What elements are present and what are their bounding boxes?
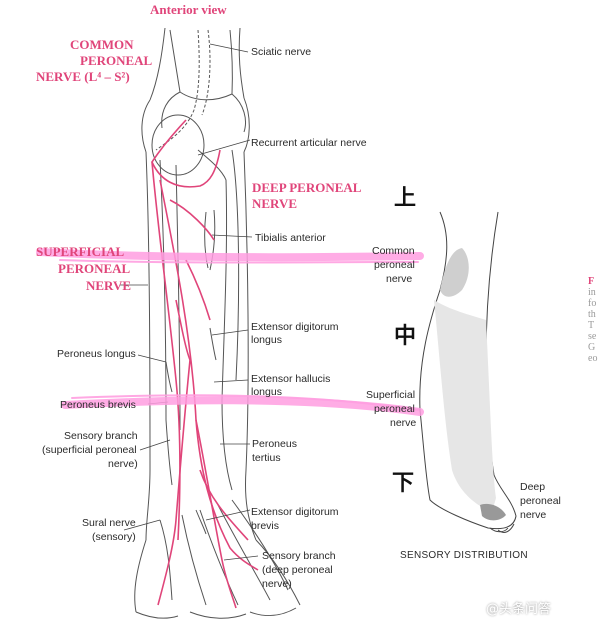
sensory-label-common-1: Common bbox=[372, 245, 415, 257]
edge-text-7: eo bbox=[588, 353, 598, 364]
label-sensory-branch-deep-3: nerve) bbox=[262, 578, 292, 590]
superficial-peroneal-heading-1: SUPERFICIAL bbox=[36, 244, 125, 259]
edge-text-0: F bbox=[588, 276, 595, 287]
common-peroneal-heading-2: PERONEAL bbox=[80, 53, 153, 68]
sensory-label-common-2: peroneal bbox=[374, 259, 415, 271]
edge-text-4: T bbox=[588, 320, 595, 331]
superficial-peroneal-heading-3: NERVE bbox=[86, 278, 132, 293]
label-sural-nerve-2: (sensory) bbox=[92, 531, 136, 543]
label-sensory-branch-sup-1: Sensory branch bbox=[64, 430, 138, 442]
edge-text-2: fo bbox=[588, 298, 597, 309]
label-ehl-1: Extensor hallucis bbox=[251, 373, 331, 385]
sensory-shading bbox=[434, 248, 506, 521]
label-edl-2: longus bbox=[251, 334, 282, 346]
label-tibialis-anterior: Tibialis anterior bbox=[255, 232, 326, 244]
edge-text-1: in bbox=[588, 287, 596, 298]
label-ehl-2: longus bbox=[251, 386, 282, 398]
region-mark-lower: 下 bbox=[392, 471, 415, 496]
label-sensory-branch-deep-2: (deep peroneal bbox=[262, 564, 333, 576]
label-recurrent-articular-nerve: Recurrent articular nerve bbox=[251, 137, 367, 149]
watermark: @头条问答 bbox=[486, 602, 552, 617]
sciatic-course bbox=[155, 29, 211, 151]
common-peroneal-heading-3: NERVE (L⁴ – S²) bbox=[36, 69, 130, 84]
deep-peroneal-heading-1: DEEP PERONEAL bbox=[252, 180, 362, 195]
label-peroneus-longus: Peroneus longus bbox=[57, 348, 136, 360]
peroneal-nerves bbox=[151, 119, 259, 609]
edge-text-3: th bbox=[588, 309, 596, 320]
view-title: Anterior view bbox=[150, 2, 227, 17]
label-sensory-branch-sup-2: (superficial peroneal bbox=[42, 444, 137, 456]
label-sensory-branch-sup-3: nerve) bbox=[108, 458, 138, 470]
region-mark-middle: 中 bbox=[394, 324, 417, 349]
label-sural-nerve-1: Sural nerve bbox=[82, 517, 136, 529]
label-peroneus-tertius-1: Peroneus bbox=[252, 438, 297, 450]
region-mark-upper: 上 bbox=[394, 186, 417, 211]
label-edl-1: Extensor digitorum bbox=[251, 321, 339, 333]
sensory-label-superficial-1: Superficial bbox=[366, 389, 416, 401]
label-sensory-branch-deep-1: Sensory branch bbox=[262, 550, 336, 562]
sensory-label-superficial-3: nerve bbox=[390, 417, 417, 429]
sensory-caption: SENSORY DISTRIBUTION bbox=[400, 550, 528, 561]
sensory-label-common-3: nerve bbox=[386, 273, 413, 285]
sensory-label-deep-1: Deep bbox=[520, 481, 546, 493]
label-edb-2: brevis bbox=[251, 520, 280, 532]
common-peroneal-heading-1: COMMON bbox=[70, 37, 134, 52]
highlighter-strokes bbox=[36, 248, 424, 416]
sensory-label-superficial-2: peroneal bbox=[374, 403, 415, 415]
edge-text-6: G bbox=[588, 342, 596, 353]
edge-text-5: se bbox=[588, 331, 597, 342]
leg-outline bbox=[134, 27, 301, 619]
label-peroneus-brevis: Peroneus brevis bbox=[60, 399, 136, 411]
label-sciatic-nerve: Sciatic nerve bbox=[251, 46, 312, 58]
deep-peroneal-heading-2: NERVE bbox=[252, 196, 298, 211]
cropped-caption-fragment: F in fo th T se G eo bbox=[588, 276, 600, 364]
sensory-label-deep-3: nerve bbox=[520, 509, 547, 521]
sensory-label-deep-2: peroneal bbox=[520, 495, 561, 507]
label-edb-1: Extensor digitorum bbox=[251, 506, 339, 518]
label-peroneus-tertius-2: tertius bbox=[252, 452, 281, 464]
leader-lines bbox=[120, 43, 259, 561]
superficial-peroneal-heading-2: PERONEAL bbox=[58, 261, 131, 276]
